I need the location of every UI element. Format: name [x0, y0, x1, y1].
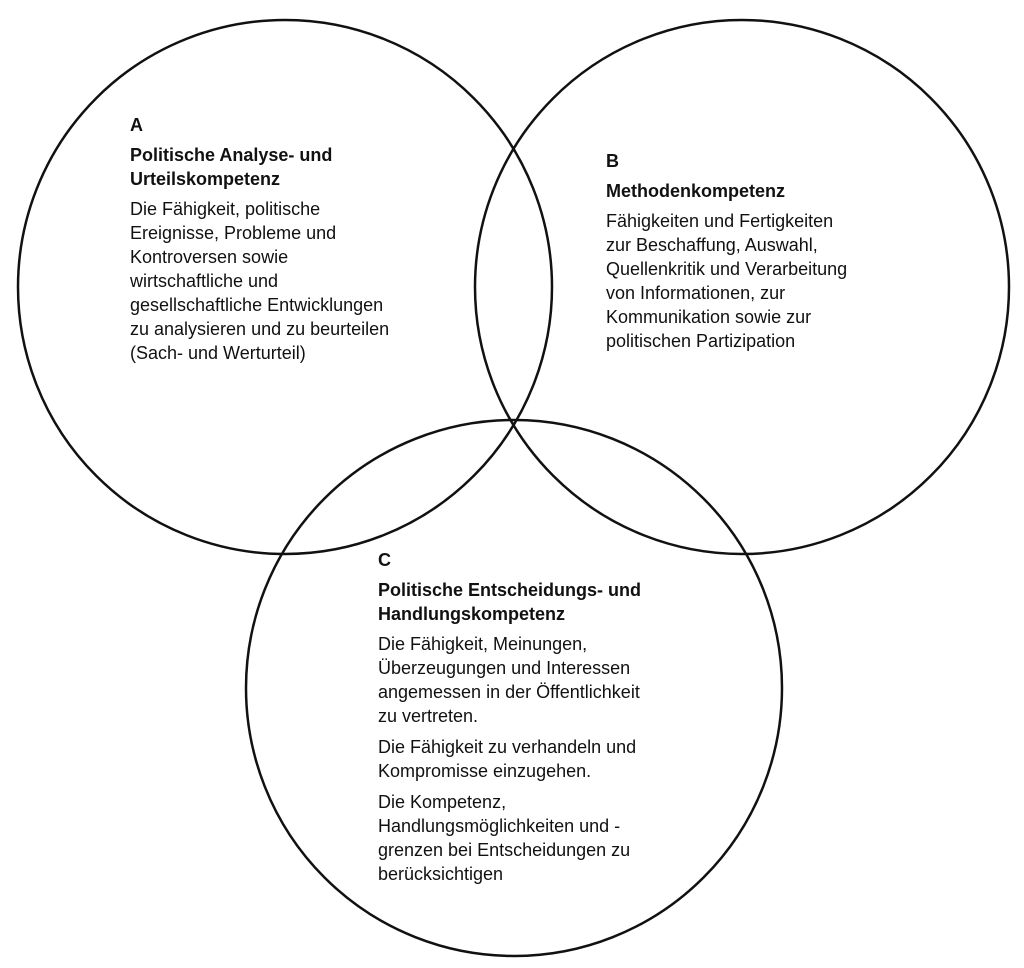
text-line: Kontroversen sowie: [130, 247, 289, 267]
description-paragraph: Fähigkeiten und Fertigkeiten zur Beschaff…: [606, 209, 847, 353]
title-line: Politische Analyse- und: [130, 145, 333, 165]
text-line: gesellschaftliche Entwicklungen: [130, 295, 384, 315]
text-line: (Sach- und Werturteil): [130, 343, 306, 363]
title-line: Urteilskompetenz: [130, 169, 281, 189]
text-line: Quellenkritik und Verarbeitung: [606, 259, 848, 279]
title-line: Handlungskompetenz: [378, 604, 566, 624]
text-line: zu vertreten.: [378, 706, 479, 726]
text-line: Die Fähigkeit, Meinungen,: [378, 634, 588, 654]
text-line: Kommunikation sowie zur: [606, 307, 812, 327]
text-line: Die Fähigkeit zu verhandeln und: [378, 737, 637, 757]
text-line: Ereignisse, Probleme und: [130, 223, 337, 243]
text-line: Handlungsmöglichkeiten und -: [378, 816, 621, 836]
text-line: Fähigkeiten und Fertigkeiten: [606, 211, 834, 231]
text-line: von Informationen, zur: [606, 283, 786, 303]
title-line: Methodenkompetenz: [606, 181, 786, 201]
text-line: zur Beschaffung, Auswahl,: [606, 235, 818, 255]
circle-b: [473, 18, 1011, 556]
description-paragraph: Die Kompetenz, Handlungsmöglichkeiten und…: [378, 790, 641, 886]
circle-label: A: [130, 115, 143, 135]
circle-a: [16, 18, 554, 556]
text-line: berücksichtigen: [378, 864, 504, 884]
text-line: politischen Partizipation: [606, 331, 796, 351]
text-line: Überzeugungen und Interessen: [378, 658, 631, 678]
text-line: Die Fähigkeit, politische: [130, 199, 321, 219]
circle-label: B: [606, 151, 619, 171]
text-line: Die Kompetenz,: [378, 792, 507, 812]
circle-title: Methodenkompetenz: [606, 179, 847, 203]
circle-c: [244, 418, 784, 958]
text-line: zu analysieren und zu beurteilen: [130, 319, 390, 339]
description-paragraph: Die Fähigkeit, Meinungen, Überzeugungen u…: [378, 632, 641, 728]
text-line: angemessen in der Öffentlichkeit: [378, 682, 640, 702]
circle-label: C: [378, 550, 391, 570]
text-line: wirtschaftliche und: [130, 271, 279, 291]
text-line: grenzen bei Entscheidungen zu: [378, 840, 631, 860]
text-line: Kompromisse einzugehen.: [378, 761, 592, 781]
title-line: Politische Entscheidungs- und: [378, 580, 642, 600]
